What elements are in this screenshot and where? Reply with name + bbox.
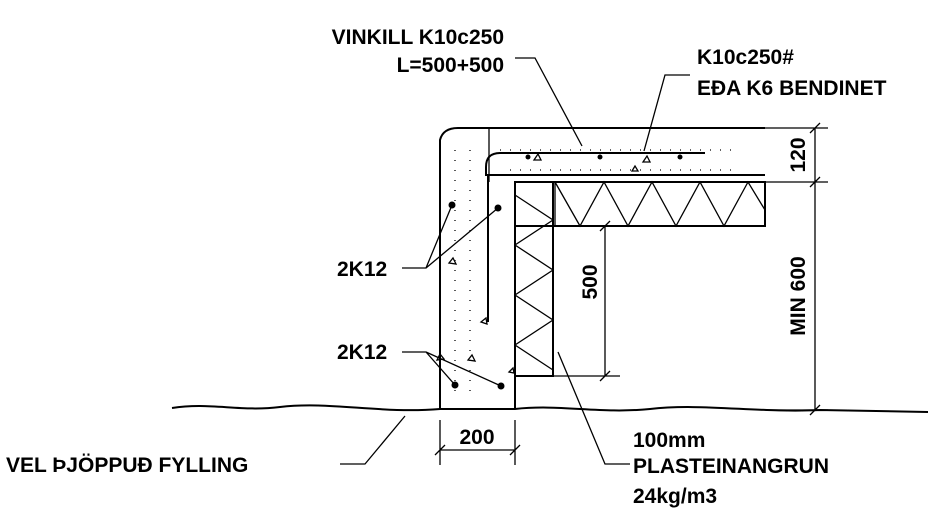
label-insulation-line1: 100mm xyxy=(633,429,705,452)
leader-mesh xyxy=(643,74,690,152)
dim-insulation xyxy=(553,220,620,382)
label-mesh-line1: K10c250# xyxy=(697,46,794,69)
label-mesh-line2: EÐA K6 BENDINET xyxy=(697,77,887,100)
leader-corner-bar xyxy=(515,57,583,147)
label-dim-top-slab: 120 xyxy=(787,137,810,172)
slab-rebar xyxy=(485,152,765,176)
slab-insulation-hatch xyxy=(554,180,766,228)
dim-wall xyxy=(434,420,521,465)
label-fill: VEL ÞJÖPPUÐ FYLLING xyxy=(6,454,248,477)
label-insulation-line3: 24kg/m3 xyxy=(633,485,717,508)
label-dim-wall: 200 xyxy=(459,426,494,449)
label-insulation-line2: PLASTEINANGRUN xyxy=(633,455,829,478)
label-rebar-lower: 2K12 xyxy=(337,341,387,364)
label-rebar-upper: 2K12 xyxy=(337,258,387,281)
rebar-dot xyxy=(677,154,683,160)
rebar-dot xyxy=(525,154,531,160)
leader-rebar-lower xyxy=(402,351,502,387)
label-dim-insulation: 500 xyxy=(579,264,602,299)
rebar-dot xyxy=(597,154,603,160)
label-corner-bar-line2: L=500+500 xyxy=(397,54,504,77)
dim-right xyxy=(765,122,828,416)
wall-insulation-hatch xyxy=(513,194,555,371)
leader-rebar-upper xyxy=(402,204,499,269)
wall-insulation xyxy=(514,181,554,377)
leader-fill xyxy=(340,415,406,465)
label-corner-bar-line1: VINKILL K10c250 xyxy=(332,26,504,49)
leader-insulation xyxy=(557,351,630,465)
label-dim-depth: MIN 600 xyxy=(787,256,810,335)
